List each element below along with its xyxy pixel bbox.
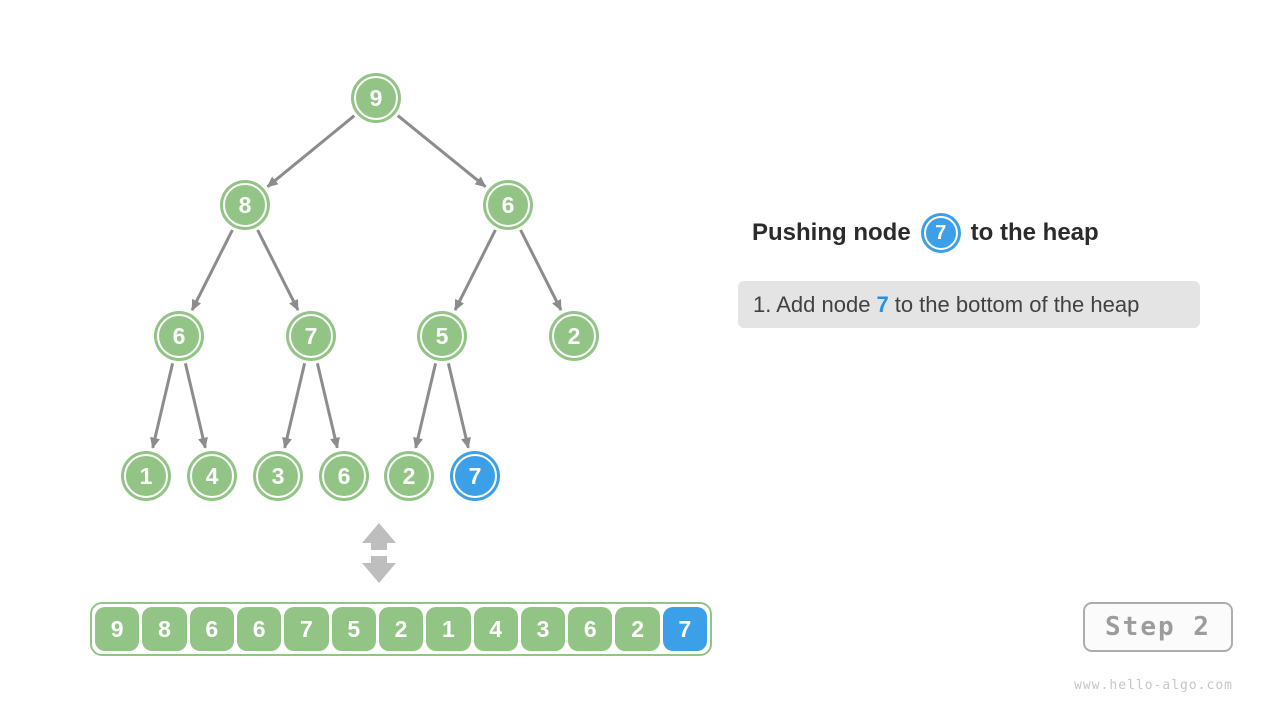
tree-node: 5 <box>417 311 467 361</box>
watermark: www.hello-algo.com <box>1074 678 1233 693</box>
tree-edge <box>446 362 471 449</box>
tree-edge <box>413 362 438 449</box>
array-cell: 4 <box>473 607 518 651</box>
array-cell: 9 <box>95 607 140 651</box>
tree-node-value: 9 <box>370 85 383 111</box>
tree-node: 6 <box>483 180 533 230</box>
heap-array: 9 8 6 6 7 5 2 1 4 3 6 2 7 <box>90 602 712 656</box>
instruction-box: 1. Add node 7 to the bottom of the heap <box>738 281 1200 328</box>
tree-edges <box>150 114 563 449</box>
tree-node-value: 1 <box>140 463 153 489</box>
array-cell: 6 <box>236 607 282 651</box>
array-cell: 6 <box>189 607 234 651</box>
caption-prefix: Pushing node <box>752 219 911 246</box>
tree-node-value: 3 <box>272 463 285 489</box>
tree-edge <box>190 229 234 311</box>
array-cell: 7 <box>284 607 329 651</box>
tree-edge <box>396 114 487 188</box>
tree-node-root: 9 <box>351 73 401 123</box>
instruction-highlight-value: 7 <box>876 291 889 317</box>
tree-node: 2 <box>384 451 434 501</box>
tree-node-value: 2 <box>568 323 581 349</box>
caption-suffix: to the heap <box>970 219 1099 246</box>
tree-edge <box>150 362 175 449</box>
tree-edge <box>183 362 208 449</box>
tree-node-value: 6 <box>502 192 515 218</box>
tree-node-value: 4 <box>206 463 219 489</box>
array-cell: 8 <box>142 607 187 651</box>
tree-node: 4 <box>187 451 237 501</box>
tree-node-value: 5 <box>436 323 449 349</box>
tree-node: 8 <box>220 180 270 230</box>
instruction-text-before: 1. Add node <box>753 291 871 317</box>
step-button-label: Step 2 <box>1105 612 1211 642</box>
tree-node: 2 <box>549 311 599 361</box>
tree-edge <box>282 362 307 449</box>
step-button[interactable]: Step 2 <box>1083 602 1233 652</box>
instruction-text-after: to the bottom of the heap <box>894 291 1140 317</box>
tree-node-value: 6 <box>173 323 186 349</box>
array-cell: 6 <box>568 607 613 651</box>
tree-node-value: 2 <box>403 463 416 489</box>
badge-value: 7 <box>935 221 947 244</box>
up-down-arrow-icon <box>362 523 396 583</box>
tree-edge <box>256 229 300 311</box>
tree-edge <box>266 114 356 188</box>
array-cell: 3 <box>520 607 566 651</box>
tree-node-value: 7 <box>469 463 482 489</box>
tree-node-value: 8 <box>239 192 252 218</box>
highlighted-node-badge: 7 <box>920 213 961 253</box>
array-cell: 2 <box>378 607 424 651</box>
tree-node: 6 <box>154 311 204 361</box>
array-cell-highlighted: 7 <box>662 607 708 651</box>
tree-edge <box>519 229 563 311</box>
array-cell: 5 <box>331 607 376 651</box>
tree-node-value: 7 <box>305 323 318 349</box>
tree-edge <box>315 362 340 449</box>
array-cell: 2 <box>615 607 660 651</box>
caption: Pushing node 7 to the heap <box>752 211 1099 255</box>
tree-node: 1 <box>121 451 171 501</box>
heap-tree: 9 8 6 6 7 5 2 1 <box>121 73 599 583</box>
tree-node: 6 <box>319 451 369 501</box>
array-cell: 1 <box>426 607 471 651</box>
tree-node-value: 6 <box>338 463 351 489</box>
tree-node: 7 <box>286 311 336 361</box>
tree-node-highlighted: 7 <box>450 451 500 501</box>
tree-edge <box>453 229 497 311</box>
tree-node: 3 <box>253 451 303 501</box>
